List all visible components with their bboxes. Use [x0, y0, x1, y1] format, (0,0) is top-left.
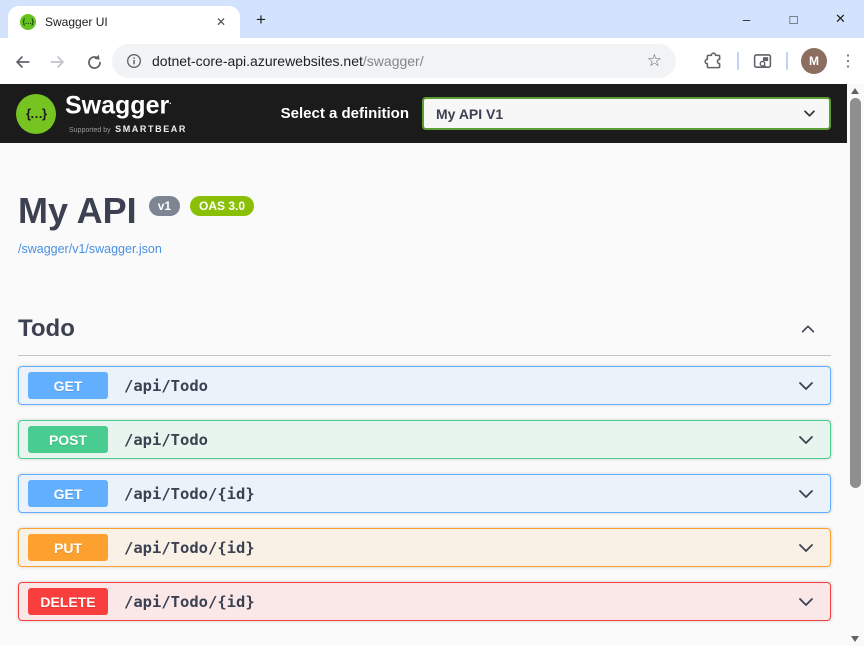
bookmark-star-icon[interactable]: ☆: [646, 51, 662, 70]
collapse-chevron-up-icon[interactable]: [799, 320, 829, 338]
operation-row[interactable]: GET /api/Todo: [18, 366, 831, 405]
operation-row[interactable]: DELETE /api/Todo/{id}: [18, 582, 831, 621]
select-chevron-down-icon: [802, 106, 817, 121]
method-badge: GET: [28, 372, 108, 399]
expand-chevron-down-icon[interactable]: [796, 376, 816, 396]
browser-menu-icon[interactable]: ⋮: [840, 53, 856, 70]
operation-path: /api/Todo/{id}: [124, 484, 255, 503]
api-info: My API v1 OAS 3.0 /swagger/v1/swagger.js…: [18, 143, 831, 258]
page-viewport: {…} Swagger. Supported by SMARTBEAR Sele…: [0, 84, 864, 646]
scrollbar-up-icon[interactable]: [851, 88, 859, 94]
selected-definition: My API V1: [436, 105, 504, 122]
operation-row[interactable]: PUT /api/Todo/{id}: [18, 528, 831, 567]
swagger-content: My API v1 OAS 3.0 /swagger/v1/swagger.js…: [0, 143, 847, 646]
toolbar-separator: [786, 52, 788, 70]
expand-chevron-down-icon[interactable]: [796, 484, 816, 504]
operation-path: /api/Todo: [124, 430, 208, 449]
swagger-favicon-icon: {…}: [20, 14, 36, 30]
operation-path: /api/Todo: [124, 376, 208, 395]
api-title: My API: [18, 190, 137, 231]
section-todo-header[interactable]: Todo: [18, 315, 831, 356]
reload-icon: [87, 54, 101, 69]
maximize-button[interactable]: □: [789, 11, 798, 27]
operation-path: /api/Todo/{id}: [124, 592, 255, 611]
forward-button[interactable]: [47, 51, 69, 73]
toolbar-separator: [737, 52, 739, 70]
site-info-icon[interactable]: [126, 53, 142, 69]
swagger-logo-text: Swagger.: [65, 91, 172, 120]
spec-link[interactable]: /swagger/v1/swagger.json: [18, 242, 162, 256]
swagger-logo: Swagger. Supported by SMARTBEAR: [65, 90, 187, 136]
url-path: /swagger/: [362, 53, 424, 69]
version-badge: v1: [148, 196, 181, 216]
section-title: Todo: [18, 315, 75, 342]
scrollbar-down-icon[interactable]: [851, 636, 859, 642]
method-badge: POST: [28, 426, 108, 453]
operation-row[interactable]: GET /api/Todo/{id}: [18, 474, 831, 513]
expand-chevron-down-icon[interactable]: [796, 592, 816, 612]
expand-chevron-down-icon[interactable]: [796, 538, 816, 558]
swagger-logo-icon: {…}: [16, 93, 56, 134]
operation-path: /api/Todo/{id}: [124, 538, 255, 557]
close-button[interactable]: ✕: [835, 11, 846, 26]
scrollbar-thumb[interactable]: [850, 98, 861, 488]
tab-close-icon[interactable]: ✕: [215, 15, 226, 29]
method-badge: PUT: [28, 534, 108, 561]
back-icon: [16, 56, 30, 68]
profile-avatar[interactable]: M: [801, 48, 827, 74]
browser-tab[interactable]: {…} Swagger UI ✕: [8, 6, 240, 38]
operations-list: GET /api/Todo POST /api/Todo: [18, 366, 831, 621]
new-tab-button[interactable]: +: [256, 10, 266, 29]
swagger-logo-subtext: Supported by SMARTBEAR: [69, 123, 188, 134]
back-button[interactable]: [11, 51, 33, 73]
swagger-topbar: {…} Swagger. Supported by SMARTBEAR Sele…: [0, 84, 847, 143]
forward-icon: [50, 56, 64, 68]
method-badge: DELETE: [28, 588, 108, 615]
extensions-icon[interactable]: [703, 51, 724, 72]
reload-button[interactable]: [83, 51, 105, 73]
operation-row[interactable]: POST /api/Todo: [18, 420, 831, 459]
url-host: dotnet-core-api.azurewebsites.net: [152, 53, 363, 69]
oas-badge: OAS 3.0: [190, 196, 255, 216]
side-panel-search-icon[interactable]: [752, 51, 773, 72]
browser-toolbar: dotnet-core-api.azurewebsites.net/swagge…: [0, 38, 864, 84]
method-badge: GET: [28, 480, 108, 507]
minimize-button[interactable]: –: [742, 11, 751, 27]
page-scrollbar[interactable]: [847, 84, 864, 646]
definition-area: Select a definition My API V1: [281, 97, 831, 130]
browser-titlebar: {…} Swagger UI ✕ + – □ ✕: [0, 0, 864, 38]
omnibox[interactable]: dotnet-core-api.azurewebsites.net/swagge…: [112, 44, 676, 78]
definition-select[interactable]: My API V1: [422, 97, 831, 130]
definition-label: Select a definition: [280, 105, 409, 122]
window-controls: – □ ✕: [723, 0, 864, 38]
url-text: dotnet-core-api.azurewebsites.net/swagge…: [152, 53, 424, 69]
tab-title: Swagger UI: [45, 15, 108, 29]
toolbar-right: M ⋮: [703, 38, 856, 84]
expand-chevron-down-icon[interactable]: [796, 430, 816, 450]
